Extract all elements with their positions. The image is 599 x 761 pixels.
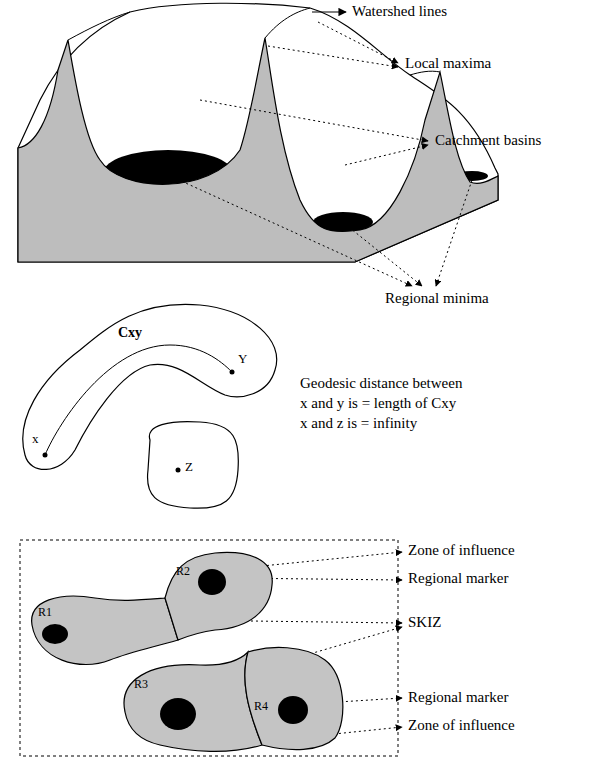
ridge-line <box>265 8 310 38</box>
node-outline <box>114 646 266 756</box>
note-text: x and z is = infinity <box>300 416 417 431</box>
callout-label: Catchment basins <box>435 133 541 148</box>
region-outline <box>165 552 272 640</box>
note-text: Geodesic distance between <box>300 376 462 391</box>
node-outline <box>26 588 182 672</box>
leader-arrow <box>312 11 346 12</box>
ridge-line <box>68 12 130 40</box>
region-outline <box>32 596 178 664</box>
geodesic-set: Z <box>140 414 246 514</box>
leader-line <box>318 22 398 63</box>
ridge-line <box>410 71 440 75</box>
region-label: R3 <box>134 678 148 690</box>
point-dot <box>43 453 48 458</box>
node-outline <box>140 414 246 514</box>
note-text: x and y is = length of Cxy <box>300 396 456 411</box>
leader-line <box>345 145 428 165</box>
regional-marker <box>198 569 226 595</box>
leader-line <box>268 46 398 67</box>
regional-marker <box>42 624 68 644</box>
leader-line <box>436 180 472 286</box>
point-label: Y <box>238 352 247 365</box>
callout-label: Zone of influence <box>408 718 515 733</box>
node-outline <box>236 640 352 756</box>
zone-of-influence: R1 <box>26 588 182 672</box>
point-dot <box>230 370 235 375</box>
leader-line <box>345 224 422 286</box>
callout-label: Watershed lines <box>352 4 447 19</box>
point-label: Z <box>185 460 193 473</box>
terrain-surface <box>18 3 498 262</box>
leader-line <box>200 100 428 141</box>
region-label: R2 <box>176 565 190 577</box>
regional-marker <box>278 696 308 724</box>
point-dot <box>176 468 181 473</box>
point-label: Cxy <box>118 326 142 340</box>
regional-marker <box>160 698 196 730</box>
region-label: R1 <box>38 606 52 618</box>
leader-line <box>334 727 402 734</box>
zone-of-influence: R4 <box>236 640 352 756</box>
region-label: R4 <box>254 700 268 712</box>
callout-label: Regional minima <box>385 291 489 306</box>
node-outline <box>160 546 280 644</box>
callout-label: Local maxima <box>405 56 491 71</box>
leader-line <box>168 175 412 286</box>
callout-label: SKIZ <box>408 615 441 630</box>
zone-of-influence: R3 <box>114 646 266 756</box>
callout-label: Zone of influence <box>408 543 515 558</box>
region-outline <box>147 422 238 509</box>
dashed-frame <box>20 540 398 756</box>
region-outline <box>124 652 262 751</box>
terrain-section <box>18 38 498 262</box>
zone-of-influence: R2 <box>160 546 280 644</box>
callout-label: Regional marker <box>408 690 508 705</box>
callout-label: Regional marker <box>408 571 508 586</box>
point-label: x <box>32 432 39 445</box>
leader-line <box>262 552 402 566</box>
region-outline <box>245 647 343 749</box>
